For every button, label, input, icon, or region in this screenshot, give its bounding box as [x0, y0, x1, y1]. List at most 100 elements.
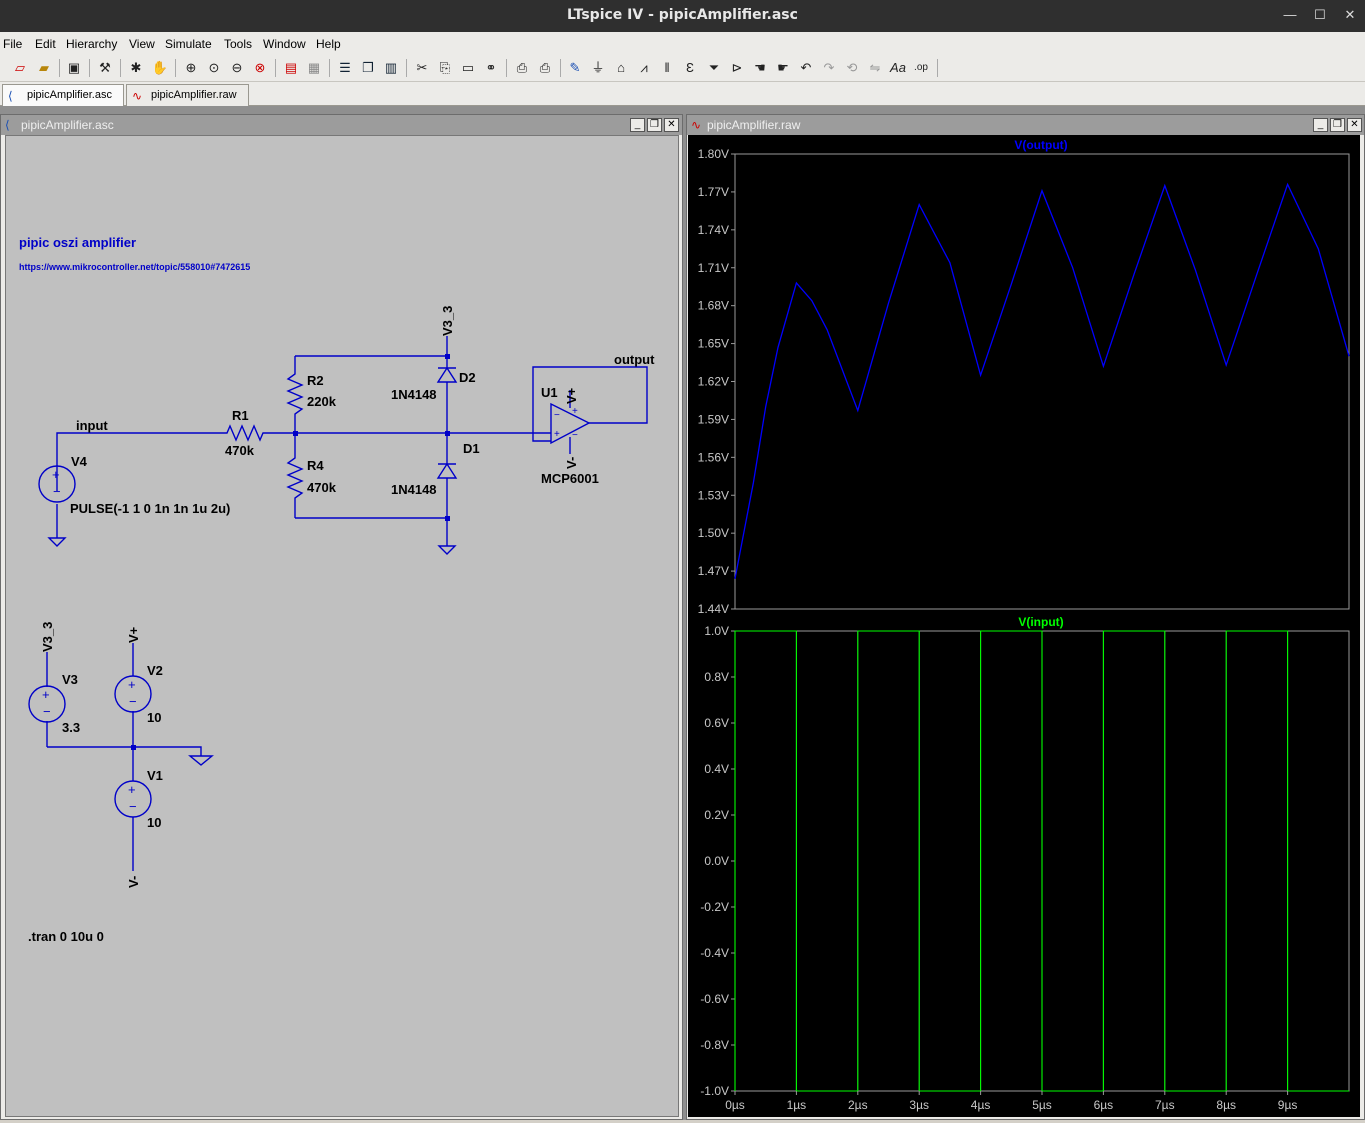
minimize-icon[interactable]: _ [1313, 118, 1328, 132]
v4-value: PULSE(-1 1 0 1n 1n 1u 2u) [70, 501, 230, 516]
schematic-drawing: +− +− +− +− −+ +− pipic oszi amplifier h… [19, 235, 655, 944]
tile-vertical-icon[interactable]: ▥ [384, 60, 398, 75]
svg-text:+: + [128, 782, 136, 797]
window-title: LTspice IV - pipicAmplifier.asc [567, 7, 798, 23]
d1-name: D1 [463, 441, 480, 456]
rotate-icon[interactable]: ⟲ [846, 60, 858, 75]
y-tick-label: -0.2V [700, 900, 729, 914]
schematic-window-titlebar[interactable]: ⟨ pipicAmplifier.asc _ ❐ ✕ [1, 115, 682, 135]
y-tick-label: 1.44V [698, 602, 729, 616]
menu-window[interactable]: Window [263, 37, 306, 51]
ground-icon[interactable]: ⏚ [591, 60, 605, 75]
y-tick-label: -0.8V [700, 1038, 729, 1052]
save-icon[interactable]: ▣ [67, 60, 81, 75]
paste-icon[interactable]: ▭ [461, 60, 475, 75]
autorange-icon[interactable]: ▤ [284, 60, 298, 75]
inductor-icon[interactable]: Ɛ [686, 60, 694, 75]
source-signs: +− +− +− +− [42, 467, 137, 814]
diode-icon[interactable]: ⏷ [708, 60, 720, 75]
d2-name: D2 [459, 370, 476, 385]
menu-tools[interactable]: Tools [224, 37, 253, 51]
cascade-icon[interactable]: ❐ [362, 60, 374, 75]
menu-file[interactable]: File [3, 37, 23, 51]
trace-title-output[interactable]: V(output) [1014, 138, 1067, 152]
menu-hierarchy[interactable]: Hierarchy [66, 37, 118, 51]
tile-horizontal-icon[interactable]: ☰ [339, 60, 351, 75]
control-panel-icon[interactable]: ⚒ [99, 60, 111, 75]
open-folder-icon[interactable]: ▰ [39, 60, 49, 75]
y-tick-label: 1.59V [698, 412, 729, 426]
move-icon[interactable]: ☚ [754, 60, 766, 75]
wire-icon[interactable]: ✎ [569, 60, 581, 75]
copy-icon[interactable]: ⎘ [439, 60, 451, 75]
minimize-icon[interactable]: — [1283, 7, 1297, 22]
v2-name: V2 [147, 663, 163, 678]
restore-icon[interactable]: ❐ [647, 118, 662, 132]
y-tick-label: 0.4V [704, 762, 729, 776]
print-icon[interactable]: ⎙ [539, 60, 551, 75]
menu-simulate[interactable]: Simulate [165, 37, 212, 51]
menu-help[interactable]: Help [316, 37, 341, 51]
r1-value: 470k [225, 443, 255, 458]
zoom-area-icon[interactable]: ⊕ [185, 60, 197, 75]
tab-waveform[interactable]: ∿ pipicAmplifier.raw [126, 84, 249, 106]
diodes [436, 366, 458, 479]
y-tick-label: 1.74V [698, 223, 729, 237]
x-tick-label: 5µs [1032, 1098, 1052, 1112]
v4-name: V4 [71, 454, 88, 469]
waveform-window-titlebar[interactable]: ∿ pipicAmplifier.raw _ ❐ ✕ [687, 115, 1364, 135]
mirror-icon[interactable]: ⇋ [869, 60, 881, 75]
svg-text:−: − [572, 430, 578, 441]
x-tick-label: 2µs [848, 1098, 868, 1112]
run-icon[interactable]: ✱ [130, 60, 142, 75]
zoom-fit-icon[interactable]: ⊗ [254, 60, 266, 75]
spice-directive-icon[interactable]: .op [914, 62, 928, 73]
maximize-icon[interactable]: ☐ [1314, 7, 1326, 22]
close-icon[interactable]: ✕ [664, 118, 679, 132]
pane-output: V(output) 1.80V1.77V1.74V1.71V1.68V1.65V… [698, 138, 1350, 616]
plot-settings-icon[interactable]: ▦ [307, 60, 321, 75]
minimize-icon[interactable]: _ [630, 118, 645, 132]
pane-input: V(input) 1.0V0.8V0.6V0.4V0.2V0.0V-0.2V-0… [700, 615, 1350, 1112]
close-icon[interactable]: ✕ [1344, 7, 1356, 22]
component-icon[interactable]: ⊳ [731, 60, 743, 75]
zoom-out-icon[interactable]: ⊖ [231, 60, 243, 75]
undo-icon[interactable]: ↶ [800, 60, 812, 75]
halt-icon[interactable]: ✋ [151, 60, 169, 75]
cut-icon[interactable]: ✂ [416, 60, 428, 75]
text-icon[interactable]: Aa [890, 60, 906, 75]
print-setup-icon[interactable]: ⎙ [516, 60, 528, 75]
find-icon[interactable]: ⚭ [485, 60, 497, 75]
menu-bar: File Edit Hierarchy View Simulate Tools … [0, 32, 1365, 54]
plot-frame-output [734, 153, 1350, 610]
voltage-sources [28, 465, 152, 818]
u1-vplus-pin-label: V+ [564, 387, 579, 404]
resistor-icon[interactable]: ⩘ [640, 60, 648, 75]
menu-view[interactable]: View [129, 37, 155, 51]
close-icon[interactable]: ✕ [1347, 118, 1362, 132]
pan-icon[interactable]: ⊙ [208, 60, 220, 75]
tab-schematic[interactable]: ⟨ pipicAmplifier.asc [2, 84, 124, 106]
x-tick-label: 9µs [1278, 1098, 1298, 1112]
u1-value: MCP6001 [541, 471, 599, 486]
capacitor-icon[interactable]: ‖ [664, 60, 670, 75]
v3-value: 3.3 [62, 720, 80, 735]
u1-name: U1 [541, 385, 558, 400]
new-schematic-icon[interactable]: ▱ [15, 60, 25, 75]
wires [46, 336, 648, 871]
svg-text:−: − [129, 799, 137, 814]
schematic-canvas[interactable]: +− +− +− +− −+ +− pipic oszi amplifier h… [5, 135, 679, 1117]
x-tick-label: 4µs [971, 1098, 991, 1112]
restore-icon[interactable]: ❐ [1330, 118, 1345, 132]
menu-edit[interactable]: Edit [35, 37, 56, 51]
x-tick-label: 6µs [1094, 1098, 1114, 1112]
svg-text:−: − [53, 484, 61, 499]
label-net-icon[interactable]: ⌂ [617, 60, 625, 75]
trace-title-input[interactable]: V(input) [1018, 615, 1063, 629]
redo-icon[interactable]: ↷ [823, 60, 835, 75]
r2-name: R2 [307, 373, 324, 388]
drag-icon[interactable]: ☛ [777, 60, 789, 75]
x-tick-label: 1µs [787, 1098, 807, 1112]
y-tick-label: -0.4V [700, 946, 729, 960]
